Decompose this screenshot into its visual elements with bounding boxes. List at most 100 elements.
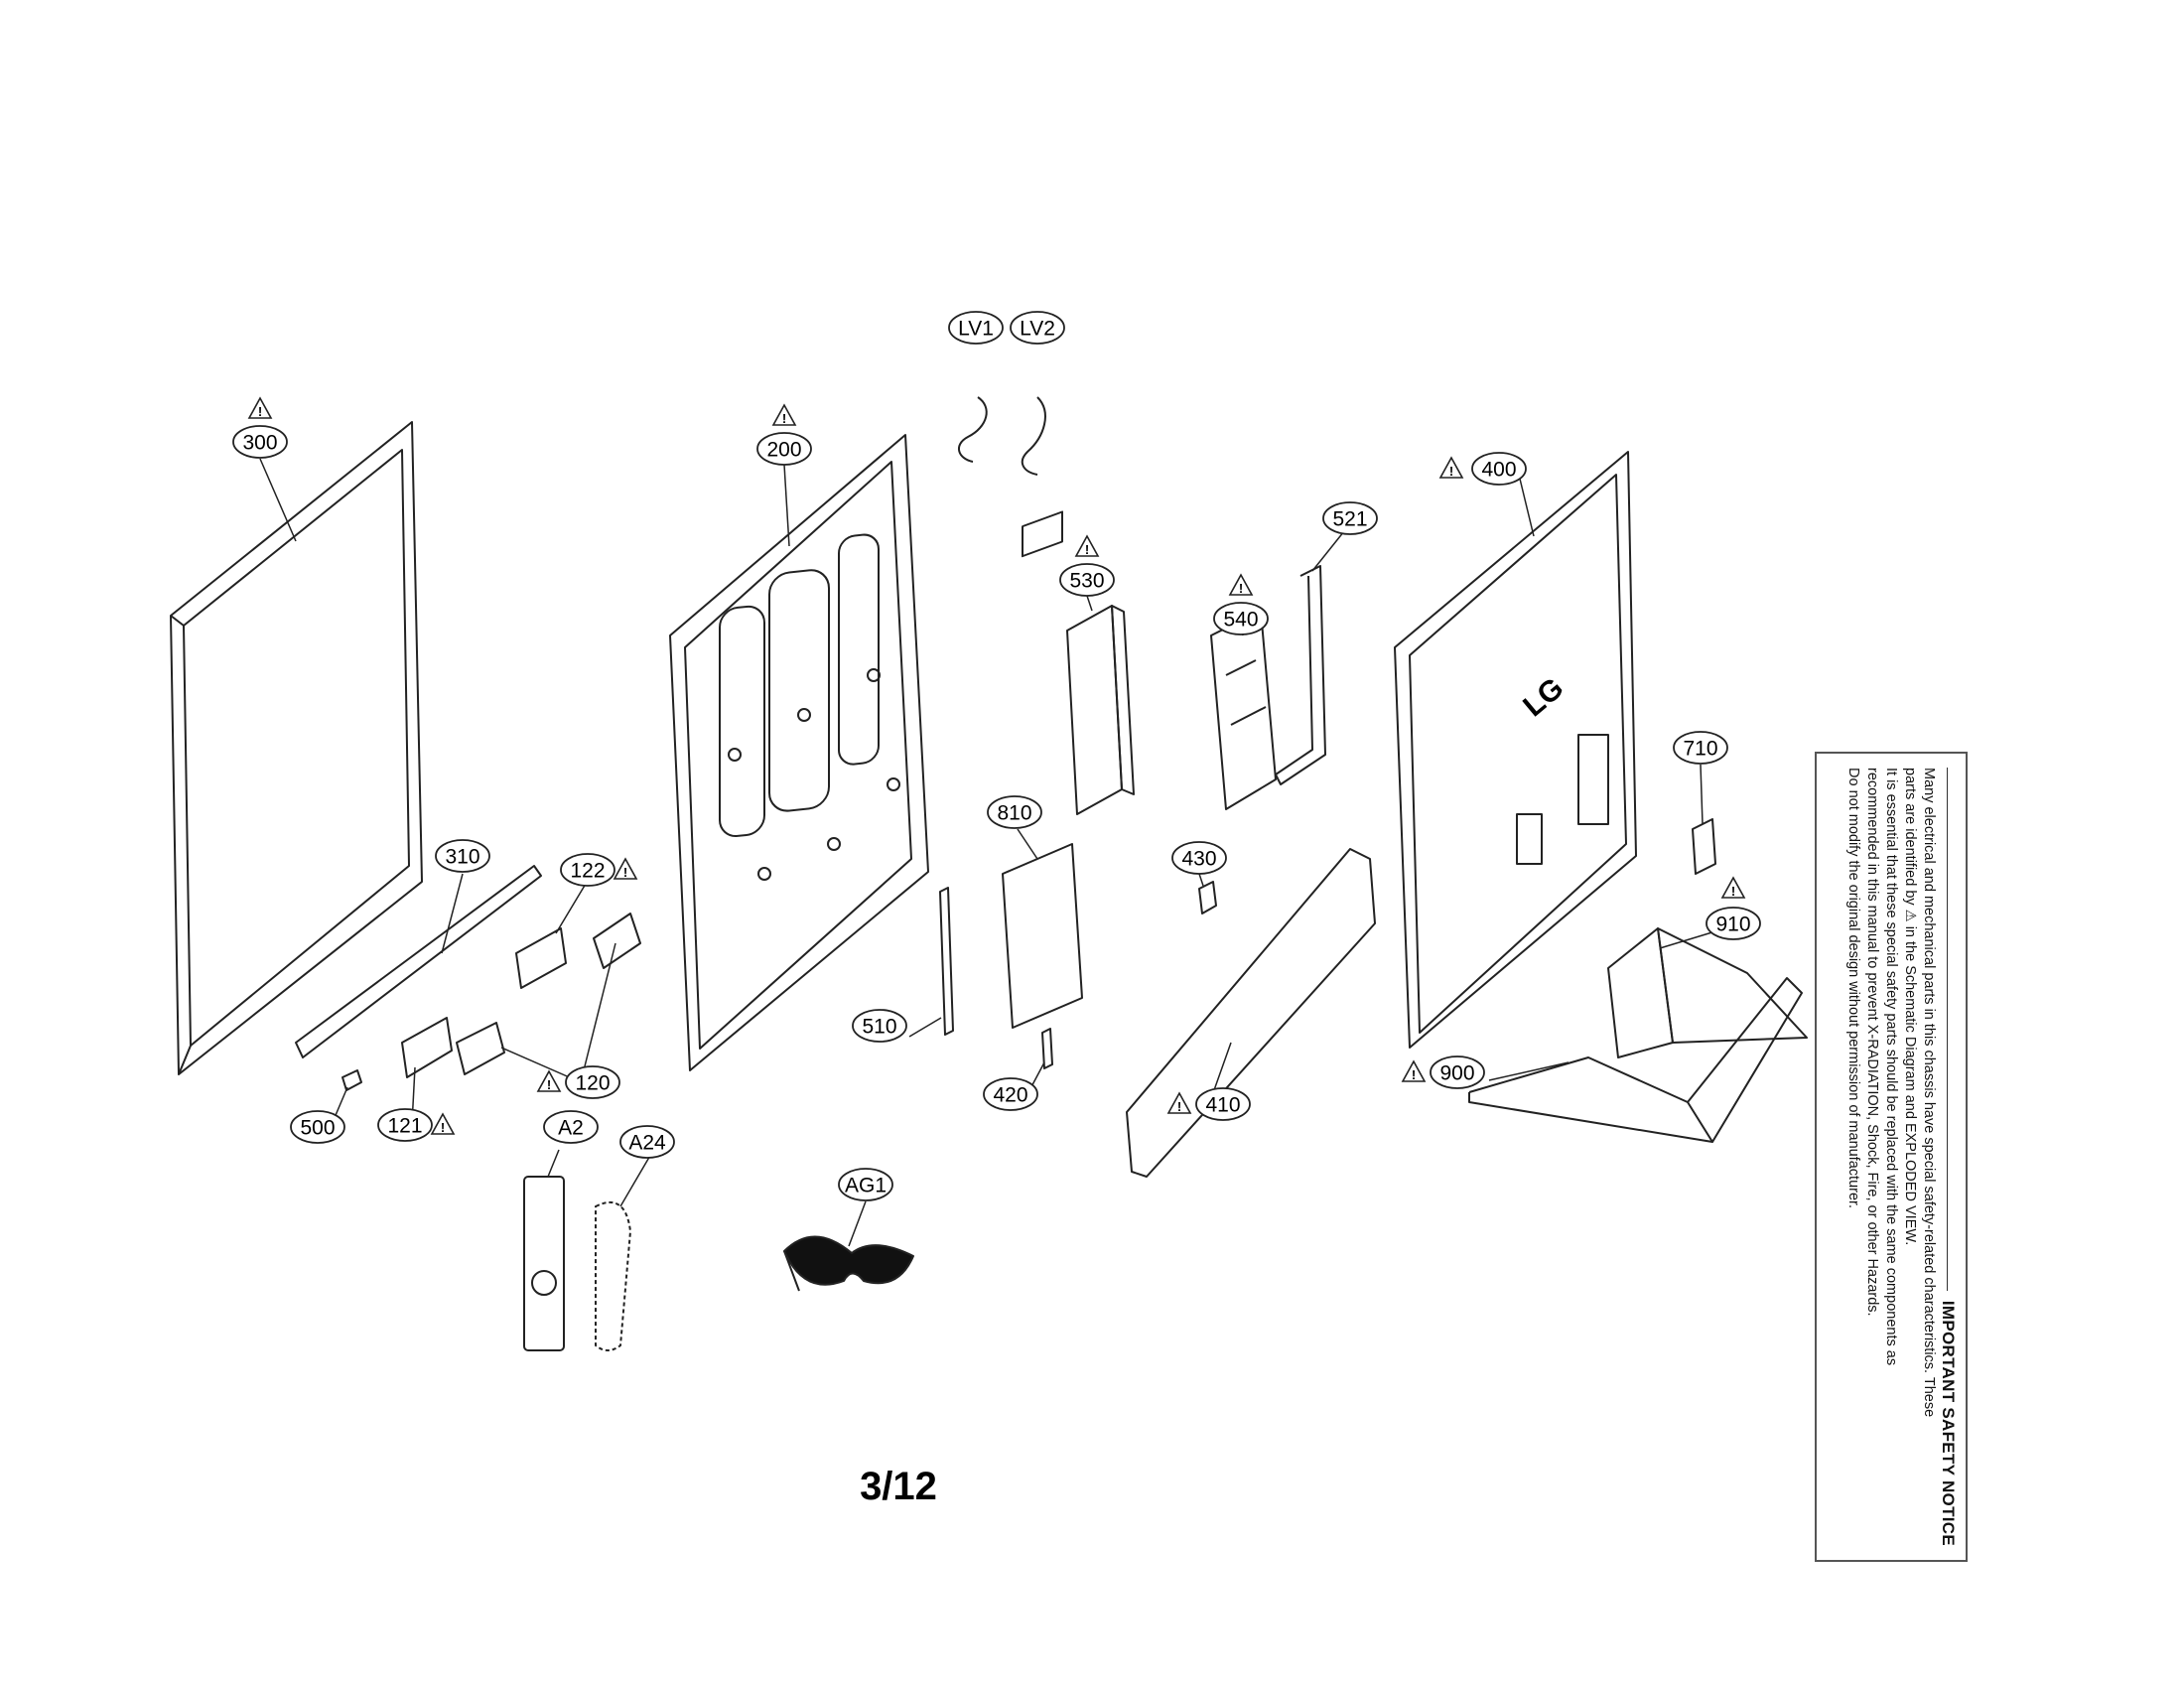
callout-bubble [232, 425, 288, 459]
safety-notice-rule [1947, 768, 1949, 1291]
callout-label: 300 [242, 432, 277, 455]
part-lcd-panel [669, 434, 929, 1071]
safety-warning-mark: ! [782, 411, 786, 426]
part-bottom-strip [295, 865, 542, 1058]
part-bracket-710 [1692, 818, 1716, 875]
callout-bubble [377, 1108, 433, 1142]
callout-label: 500 [300, 1117, 335, 1140]
callout-bubble [852, 1009, 907, 1043]
callout-521: 521 [1322, 501, 1378, 535]
safety-notice-box: IMPORTANT SAFETY NOTICE Many electrical … [1815, 752, 1968, 1562]
callout-label: 900 [1439, 1062, 1474, 1085]
callout-label: 310 [445, 846, 479, 869]
callout-420: 420 [983, 1077, 1038, 1111]
part-back-cover [1394, 451, 1637, 1049]
callout-810: 810 [987, 795, 1042, 829]
callout-bubble [948, 311, 1004, 345]
part-stand [1468, 927, 1808, 1143]
callout-540: 540! [1213, 573, 1269, 635]
callout-510: 510 [852, 1009, 907, 1043]
callout-bubble [560, 853, 615, 887]
part-front-bezel [170, 421, 423, 1075]
safety-warning-mark: ! [1085, 542, 1089, 557]
safety-warning-icon [1720, 876, 1746, 899]
callout-710: 710 [1673, 731, 1728, 765]
callout-400: 400! [1438, 452, 1527, 486]
part-remote-standard [523, 1176, 565, 1351]
safety-warning-icon [1438, 456, 1464, 479]
callout-label: 120 [575, 1072, 610, 1095]
safety-notice-line: recommended in this manual to prevent X-… [1864, 768, 1880, 1317]
callout-label: 200 [766, 439, 801, 462]
part-speaker-bracket-121 [401, 1017, 453, 1078]
safety-warning-icon [247, 396, 273, 419]
callout-label: 420 [993, 1084, 1027, 1107]
callout-bubble [1706, 907, 1761, 940]
part-remote-magic [595, 1200, 631, 1351]
safety-warning-mark: ! [1239, 581, 1243, 596]
callout-a2: A2 [543, 1110, 599, 1144]
callout-label: 521 [1332, 508, 1367, 531]
safety-notice-header: IMPORTANT SAFETY NOTICE [1938, 768, 1958, 1546]
callout-label: 910 [1715, 914, 1750, 936]
safety-warning-icon [536, 1069, 562, 1092]
callout-bubble [619, 1125, 675, 1159]
part-speaker-left [456, 1022, 505, 1075]
callout-label: LV1 [958, 318, 994, 341]
safety-warning-icon [430, 1112, 456, 1135]
safety-notice-line: parts are identified by ⚠ in the Schemat… [1902, 768, 1918, 1246]
callout-bubble [987, 795, 1042, 829]
safety-warning-icon [1166, 1091, 1192, 1114]
part-speaker-right [593, 913, 641, 969]
part-430 [1198, 881, 1217, 914]
callout-ag1: AG1 [838, 1168, 893, 1201]
part-3d-glasses [783, 1235, 914, 1292]
callout-label: 121 [387, 1115, 422, 1138]
callout-label: LV2 [1020, 318, 1055, 341]
callout-bubble [1471, 452, 1527, 486]
callout-430: 430 [1171, 841, 1227, 875]
callout-300: 300! [232, 396, 288, 459]
safety-warning-icon [613, 857, 638, 880]
safety-warning-mark: ! [1412, 1067, 1416, 1082]
callout-530: 530! [1059, 534, 1115, 597]
part-speaker-bracket-122 [515, 927, 567, 989]
callout-bubble [1195, 1087, 1251, 1121]
callout-label: 510 [862, 1016, 896, 1039]
callout-bubble [983, 1077, 1038, 1111]
callout-lv2: LV2 [1010, 311, 1065, 345]
part-main-board [1210, 610, 1277, 810]
callout-bubble [1213, 602, 1269, 635]
safety-warning-icon [1228, 573, 1254, 596]
callout-label: 430 [1181, 848, 1216, 871]
callout-bubble [543, 1110, 599, 1144]
callout-label: 410 [1205, 1094, 1240, 1117]
callout-label: A24 [628, 1132, 666, 1155]
callout-500: 500 [290, 1110, 345, 1144]
callout-200: 200! [756, 403, 812, 466]
safety-warning-mark: ! [441, 1120, 445, 1135]
callout-label: 810 [997, 802, 1031, 825]
callout-bubble [1059, 563, 1115, 597]
callout-label: 122 [570, 860, 605, 883]
callout-label: 530 [1069, 570, 1104, 593]
safety-warning-mark: ! [258, 404, 262, 419]
part-bracket-521 [1275, 565, 1326, 785]
part-power-board [1066, 605, 1135, 815]
callout-bubble [1171, 841, 1227, 875]
safety-warning-icon [1401, 1059, 1427, 1082]
callout-label: AG1 [845, 1175, 887, 1197]
safety-notice-line: It is essential that these special safet… [1883, 768, 1899, 1366]
safety-warning-icon [1074, 534, 1100, 557]
safety-warning-mark: ! [547, 1077, 551, 1092]
callout-label: 710 [1683, 738, 1717, 761]
callout-bubble [1010, 311, 1065, 345]
part-420 [1041, 1028, 1053, 1069]
callout-bubble [565, 1065, 620, 1099]
callout-bubble [1673, 731, 1728, 765]
back-cover-logo: LG [1517, 671, 1570, 723]
callout-122: 122! [560, 853, 638, 887]
callout-310: 310 [435, 839, 490, 873]
safety-notice-title: IMPORTANT SAFETY NOTICE [1939, 1300, 1958, 1546]
